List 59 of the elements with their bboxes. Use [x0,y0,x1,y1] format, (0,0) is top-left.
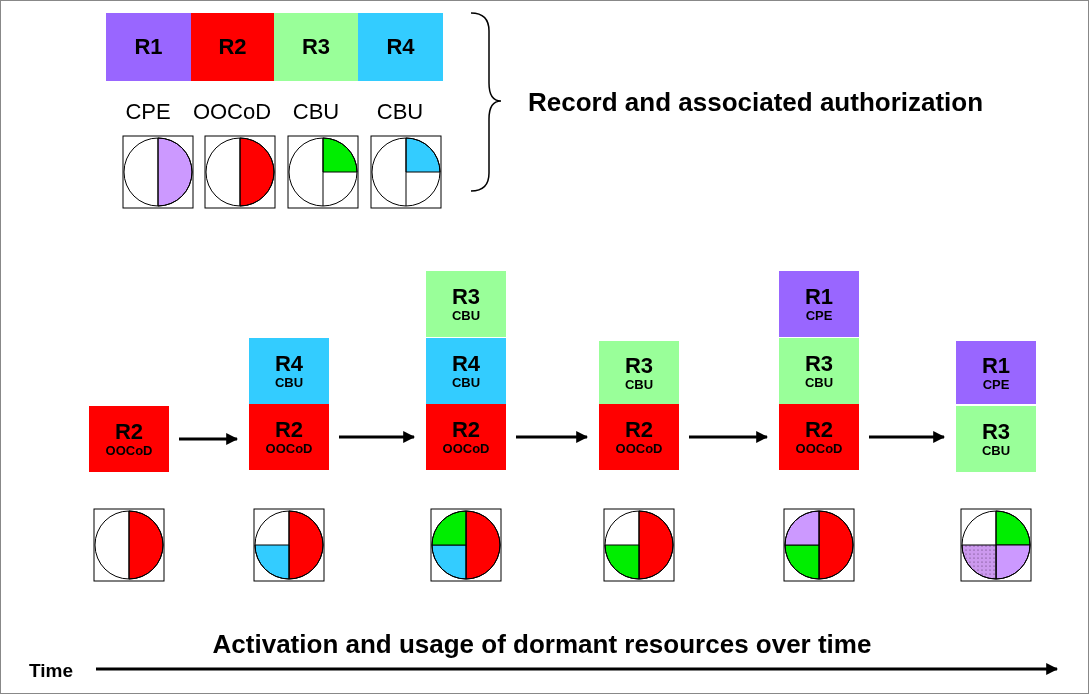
record-name: R3 [624,353,654,378]
record-block [426,404,506,470]
arrow [516,431,589,443]
authorization-label: OOCoD [192,99,272,125]
record-block [426,338,506,404]
authorization-type: OOCoD [442,442,490,456]
record-block [249,404,329,470]
record-block [106,13,191,81]
arrow [689,431,769,443]
record-block [599,341,679,404]
authorization-type: CBU [451,376,481,390]
axis-label: Time [29,660,73,682]
record-name: R3 [981,420,1011,444]
record-name: R1 [804,285,834,309]
record-block [358,13,443,81]
authorization-label: CPE [125,99,171,125]
record-name: R3 [301,35,331,59]
record-block [249,338,329,404]
record-block [191,13,274,81]
record-name: R1 [981,353,1011,378]
record-block [599,404,679,470]
record-block [779,338,859,404]
authorization-type: OOCoD [265,442,313,456]
record-block [779,404,859,470]
arrow [179,433,239,445]
authorization-type: CBU [981,444,1011,458]
record-block [426,271,506,337]
record-block [956,406,1036,472]
heading: Record and associated authorization [528,87,984,118]
arrow [869,431,946,443]
record-block [274,13,358,81]
authorization-type: OOCoD [795,442,843,456]
record-name: R2 [274,418,304,442]
authorization-type: CBU [451,309,481,323]
authorization-type: CBU [274,376,304,390]
authorization-type: CPE [805,309,833,323]
record-name: R2 [804,418,834,442]
heading: Activation and usage of dormant resources over time [212,629,872,660]
record-block [89,406,169,472]
record-name: R1 [134,35,163,59]
record-name: R2 [114,420,144,444]
record-block [779,271,859,337]
authorization-label: CBU [376,99,424,125]
record-name: R2 [451,418,481,442]
record-name: R3 [451,285,481,309]
record-name: R4 [386,35,415,59]
record-name: R4 [274,352,304,376]
authorization-type: OOCoD [105,444,153,458]
record-name: R2 [624,418,654,442]
authorization-type: CPE [982,377,1010,392]
authorization-type: CBU [804,376,834,390]
record-block [956,341,1036,404]
record-name: R3 [804,352,834,376]
arrow [339,431,416,443]
authorization-label: CBU [292,99,340,125]
authorization-type: CBU [624,377,654,392]
record-name: R2 [218,35,247,59]
record-name: R4 [451,352,481,376]
authorization-type: OOCoD [615,442,663,456]
